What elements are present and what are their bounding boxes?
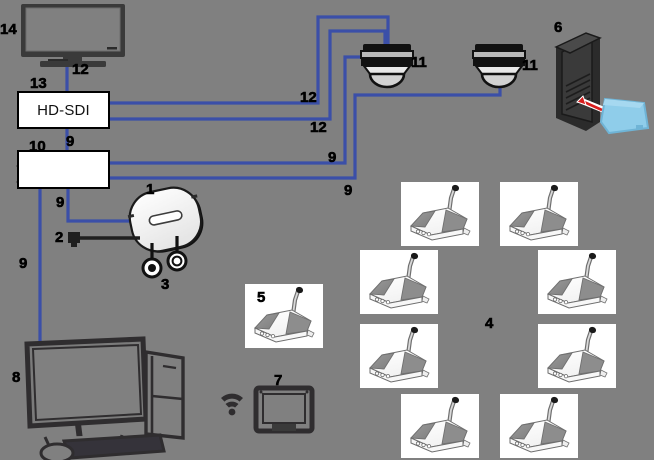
dome-camera-left-11: [360, 44, 414, 89]
wireless-tablet-7: [253, 385, 315, 434]
callout-9-camera-net-a: 9: [328, 149, 337, 166]
network-switch-box[interactable]: [17, 150, 110, 189]
callout-12-display-cable: 12: [72, 61, 89, 78]
callout-10-switch: 10: [29, 138, 46, 155]
callout-5-chairman-unit: 5: [257, 289, 266, 306]
hdsdi-matrix-box[interactable]: HD-SDI: [17, 91, 110, 129]
delegate-unit-top-left: [401, 182, 479, 246]
callout-9-switch-pc: 9: [19, 255, 28, 272]
cable-12-hdsdi-to-camera-right: [110, 29, 387, 121]
callout-6-server-rack: 6: [554, 19, 563, 36]
callout-7-wireless-tablet: 7: [274, 372, 283, 389]
dome-camera-right-11: [472, 44, 526, 89]
callout-11-dome-camera-right: 11: [522, 57, 538, 74]
callout-14-display: 14: [0, 21, 17, 38]
display-monitor-14: [21, 4, 125, 67]
delegate-unit-bottom-left: [401, 394, 479, 458]
cable-12-hdsdi-to-camera-left: [110, 15, 390, 105]
delegate-unit-upper-right: [538, 250, 616, 314]
callout-3-microphones: 3: [161, 276, 170, 293]
callout-8-workstation: 8: [12, 369, 21, 386]
callout-12-camera-cable-a: 12: [300, 89, 317, 106]
callout-2-connector: 2: [55, 229, 64, 246]
callout-4-delegate-units: 4: [485, 315, 494, 332]
wifi-icon: [221, 393, 243, 416]
ceiling-microphones-3: [141, 236, 188, 279]
callout-12-camera-cable-b: 12: [310, 119, 327, 136]
connector-block-2: [68, 232, 140, 247]
cable-9-switch-to-dsp: [66, 188, 132, 223]
delegate-unit-bottom-right: [500, 394, 578, 458]
callout-11-dome-camera-left: 11: [411, 54, 427, 71]
callout-9-switch-dsp: 9: [56, 194, 65, 211]
callout-9-camera-net-b: 9: [344, 182, 353, 199]
callout-13-hdsdi: 13: [30, 75, 47, 92]
delegate-unit-upper-left: [360, 250, 438, 314]
delegate-unit-lower-right: [538, 324, 616, 388]
cable-9-switch-to-camera-left: [110, 55, 363, 165]
server-rack-6: [554, 32, 650, 135]
callout-1-audio-processor: 1: [146, 181, 155, 198]
delegate-unit-lower-left: [360, 324, 438, 388]
workstation-8: [24, 336, 185, 460]
callout-9-hdsdi-switch: 9: [66, 133, 75, 150]
audio-processor-1: [68, 186, 204, 279]
delegate-unit-top-right: [500, 182, 578, 246]
